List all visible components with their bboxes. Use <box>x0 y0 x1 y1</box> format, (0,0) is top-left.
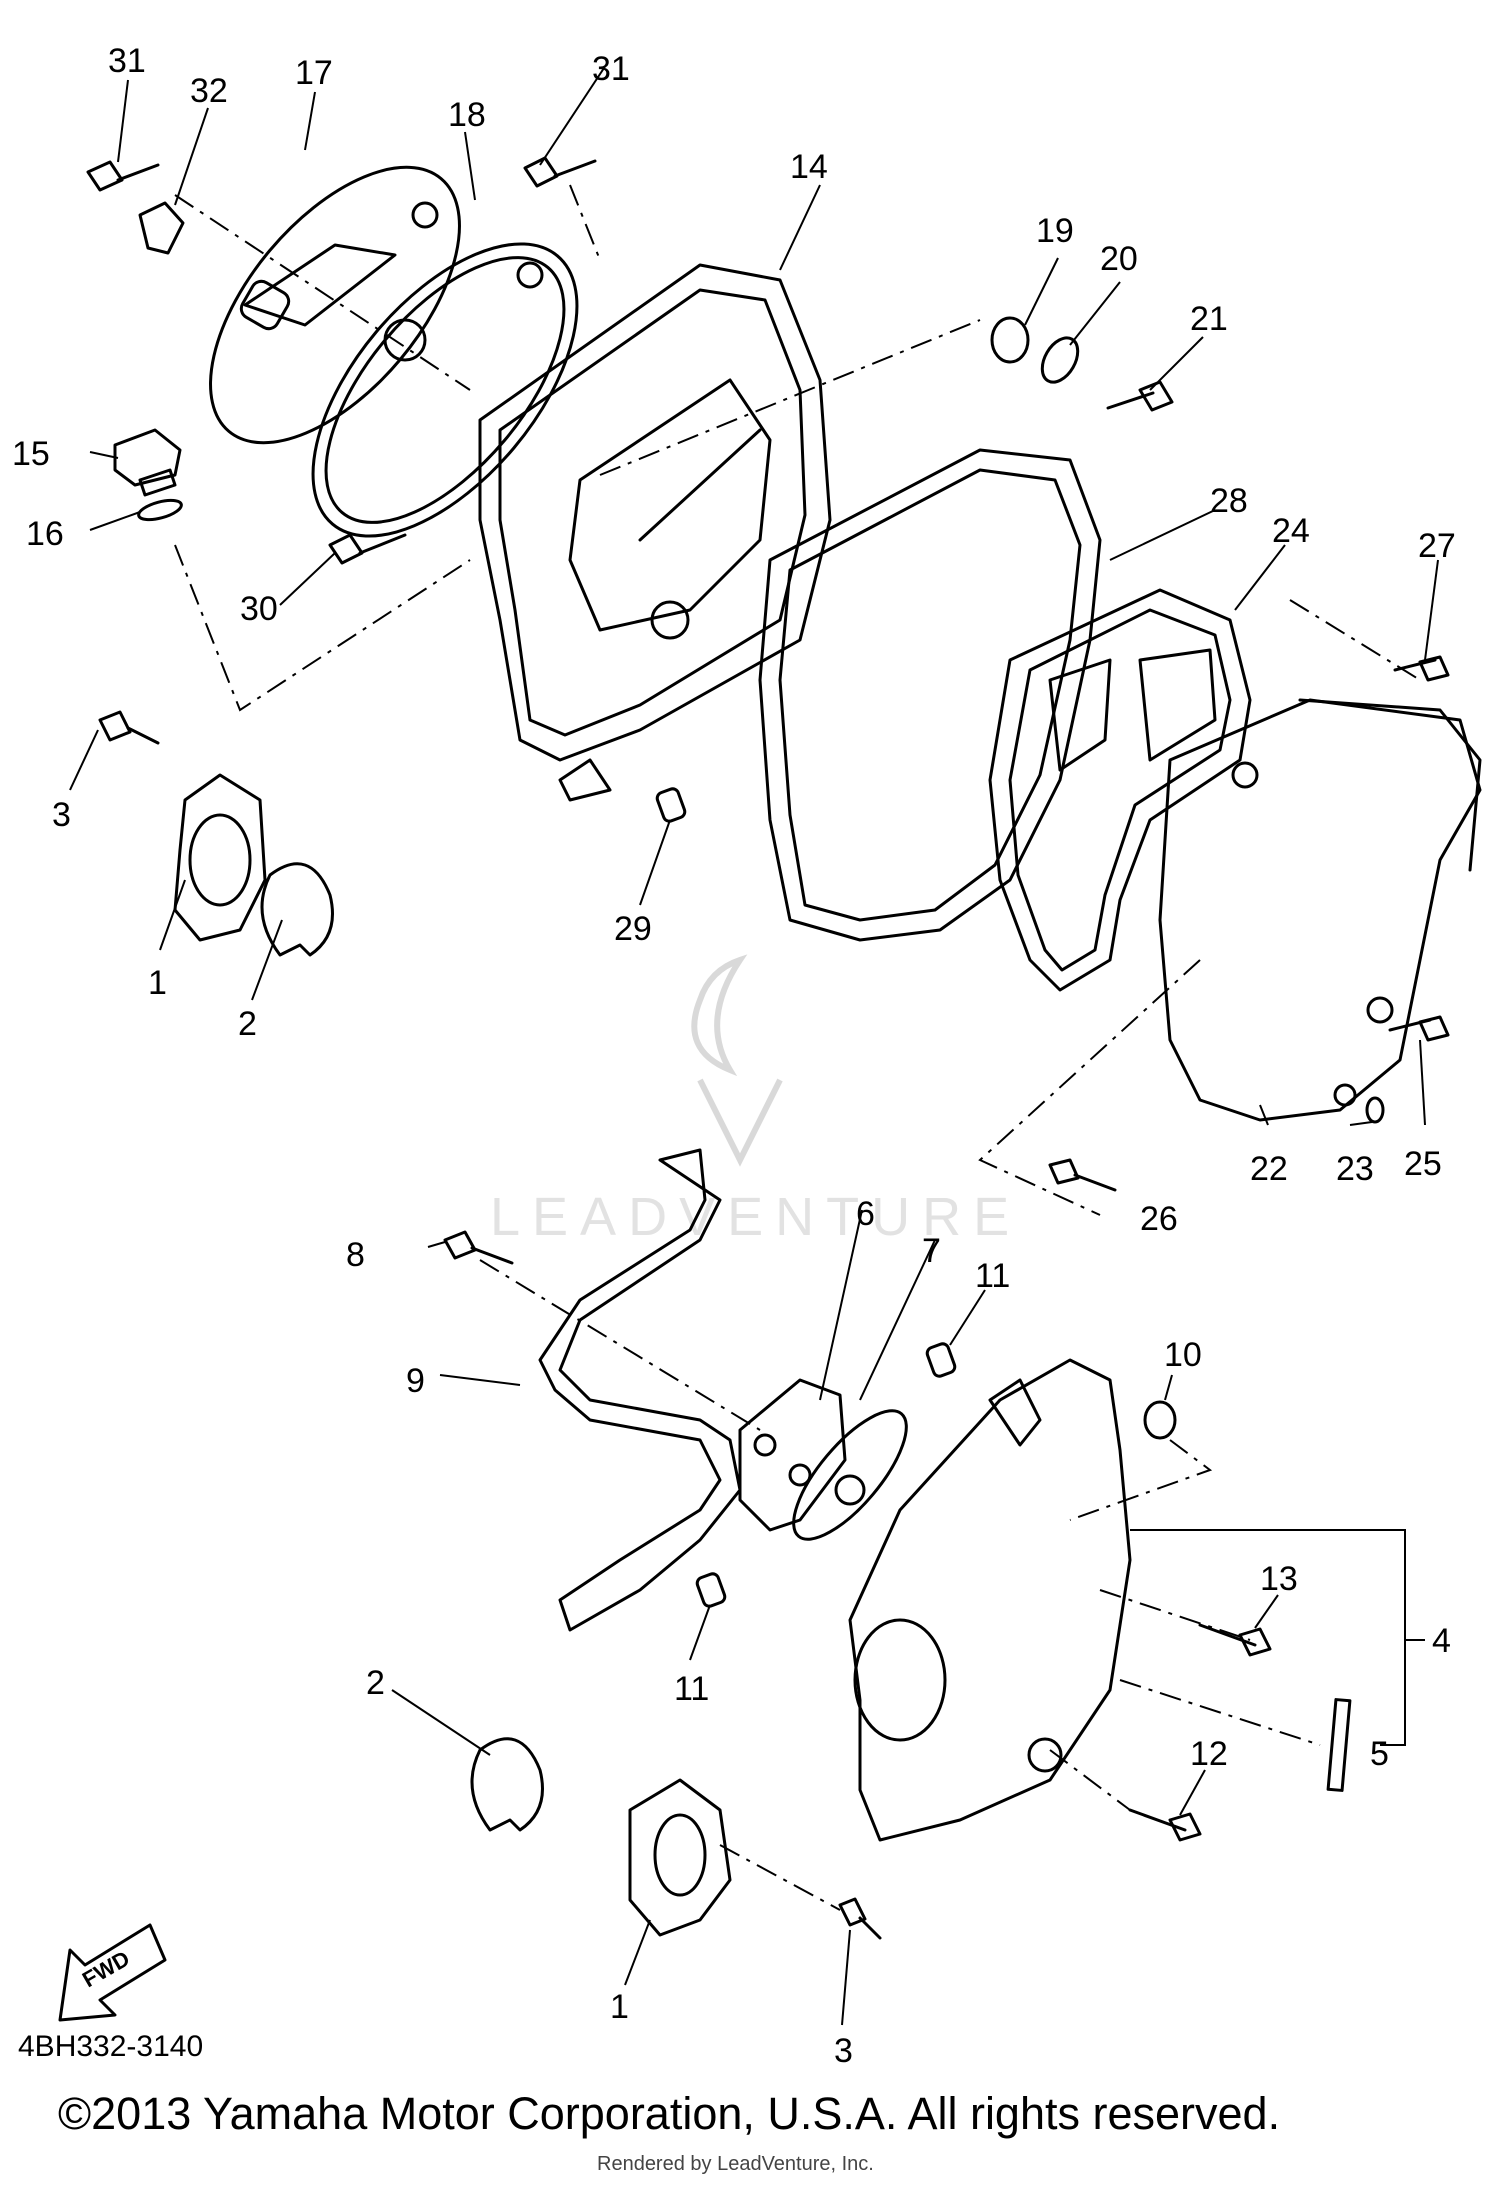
part-3-screw-upper <box>98 710 160 745</box>
part-14-crankcase-cover <box>478 263 832 802</box>
part-19-grommet <box>990 316 1030 364</box>
callout-8: 8 <box>346 1236 365 1274</box>
rendered-by-credit: Rendered by LeadVenture, Inc. <box>597 2153 874 2175</box>
part-21-bolt <box>1106 380 1174 412</box>
part-9-gasket <box>538 1148 742 1632</box>
part-12-bolt <box>1128 1808 1202 1842</box>
callout-20: 20 <box>1100 240 1138 278</box>
callout-1-lower: 1 <box>610 1988 629 2026</box>
callout-28: 28 <box>1210 482 1248 520</box>
part-16-o-ring <box>137 498 183 522</box>
callout-3-lower: 3 <box>834 2032 853 2070</box>
alignment-lines <box>174 184 1421 1911</box>
callout-23: 23 <box>1336 1150 1374 1188</box>
callout-1-upper: 1 <box>148 964 167 1002</box>
part-22-generator-cover <box>1158 698 1482 1122</box>
callout-2-lower: 2 <box>366 1664 385 1702</box>
part-31-bolt-left <box>86 160 160 192</box>
callout-16: 16 <box>26 515 64 553</box>
callout-25: 25 <box>1404 1145 1442 1183</box>
callout-2-upper: 2 <box>238 1005 257 1043</box>
part-32-clamp <box>138 201 185 255</box>
part-4-cover <box>848 1358 1132 1842</box>
callout-29: 29 <box>614 910 652 948</box>
callout-18: 18 <box>448 96 486 134</box>
part-24-gasket <box>988 588 1252 992</box>
part-26-bolt <box>1048 1158 1117 1192</box>
part-2-gasket-lower <box>470 1737 544 1832</box>
fwd-arrow-icon: FWD <box>58 1923 167 2022</box>
callout-17: 17 <box>295 54 333 92</box>
callout-7: 7 <box>922 1232 941 1270</box>
callout-32: 32 <box>190 72 228 110</box>
callout-13: 13 <box>1260 1560 1298 1598</box>
part-13-bolt <box>1198 1623 1272 1657</box>
part-10-grommet <box>1143 1400 1177 1440</box>
callout-10: 10 <box>1164 1336 1202 1374</box>
part-6-plate <box>738 1378 847 1532</box>
part-17-cover-plate <box>209 165 461 445</box>
watermark-text: LEADVENTURE <box>490 1187 1021 1247</box>
part-1-cap-lower <box>628 1778 732 1937</box>
callout-26: 26 <box>1140 1200 1178 1238</box>
callout-24: 24 <box>1272 512 1310 550</box>
callouts: 31 32 17 18 31 14 19 20 21 15 16 30 28 2… <box>12 42 1456 2070</box>
part-15-oil-plug <box>113 428 182 497</box>
callout-4: 4 <box>1432 1622 1451 1660</box>
part-29-dowel <box>655 787 687 823</box>
callout-11-top: 11 <box>975 1257 1010 1295</box>
catalog-code: 4BH332-3140 <box>18 2030 204 2063</box>
callout-31-left: 31 <box>108 42 146 80</box>
part-8-bolt <box>443 1230 514 1265</box>
part-2-gasket-upper <box>260 862 334 957</box>
part-18-gasket <box>311 242 579 538</box>
part-7-gasket <box>792 1409 908 1541</box>
callout-11-bottom: 11 <box>674 1670 709 1708</box>
callout-15: 15 <box>12 435 50 473</box>
callout-3-upper: 3 <box>52 796 71 834</box>
callout-14: 14 <box>790 148 828 186</box>
leader-lines <box>69 64 1439 2026</box>
callout-5: 5 <box>1370 1735 1389 1773</box>
callout-19: 19 <box>1036 212 1074 250</box>
part-31-bolt-right <box>523 156 597 188</box>
part-20-washer <box>1040 336 1080 384</box>
part-5-label <box>1326 1698 1352 1792</box>
callout-31-right: 31 <box>592 50 630 88</box>
part-30-bolt <box>328 533 407 565</box>
callout-9: 9 <box>406 1362 425 1400</box>
callout-22: 22 <box>1250 1150 1288 1188</box>
part-28-gasket <box>758 448 1102 942</box>
part-11-dowel-top <box>925 1342 957 1378</box>
part-25-bolt <box>1388 1015 1450 1042</box>
copyright-notice: ©2013 Yamaha Motor Corporation, U.S.A. A… <box>58 2088 1281 2139</box>
part-1-cap-upper <box>173 773 267 942</box>
bracket-4-5 <box>1130 1529 1425 1746</box>
part-23-o-ring <box>1365 1096 1385 1124</box>
part-3-screw-lower <box>838 1897 882 1940</box>
part-11-dowel-bottom <box>695 1572 727 1608</box>
callout-21: 21 <box>1190 300 1228 338</box>
watermark-logo: LEADVENTURE <box>490 954 1021 1247</box>
callout-30: 30 <box>240 590 278 628</box>
callout-27: 27 <box>1418 527 1456 565</box>
callout-6: 6 <box>856 1195 875 1233</box>
callout-12: 12 <box>1190 1735 1228 1773</box>
